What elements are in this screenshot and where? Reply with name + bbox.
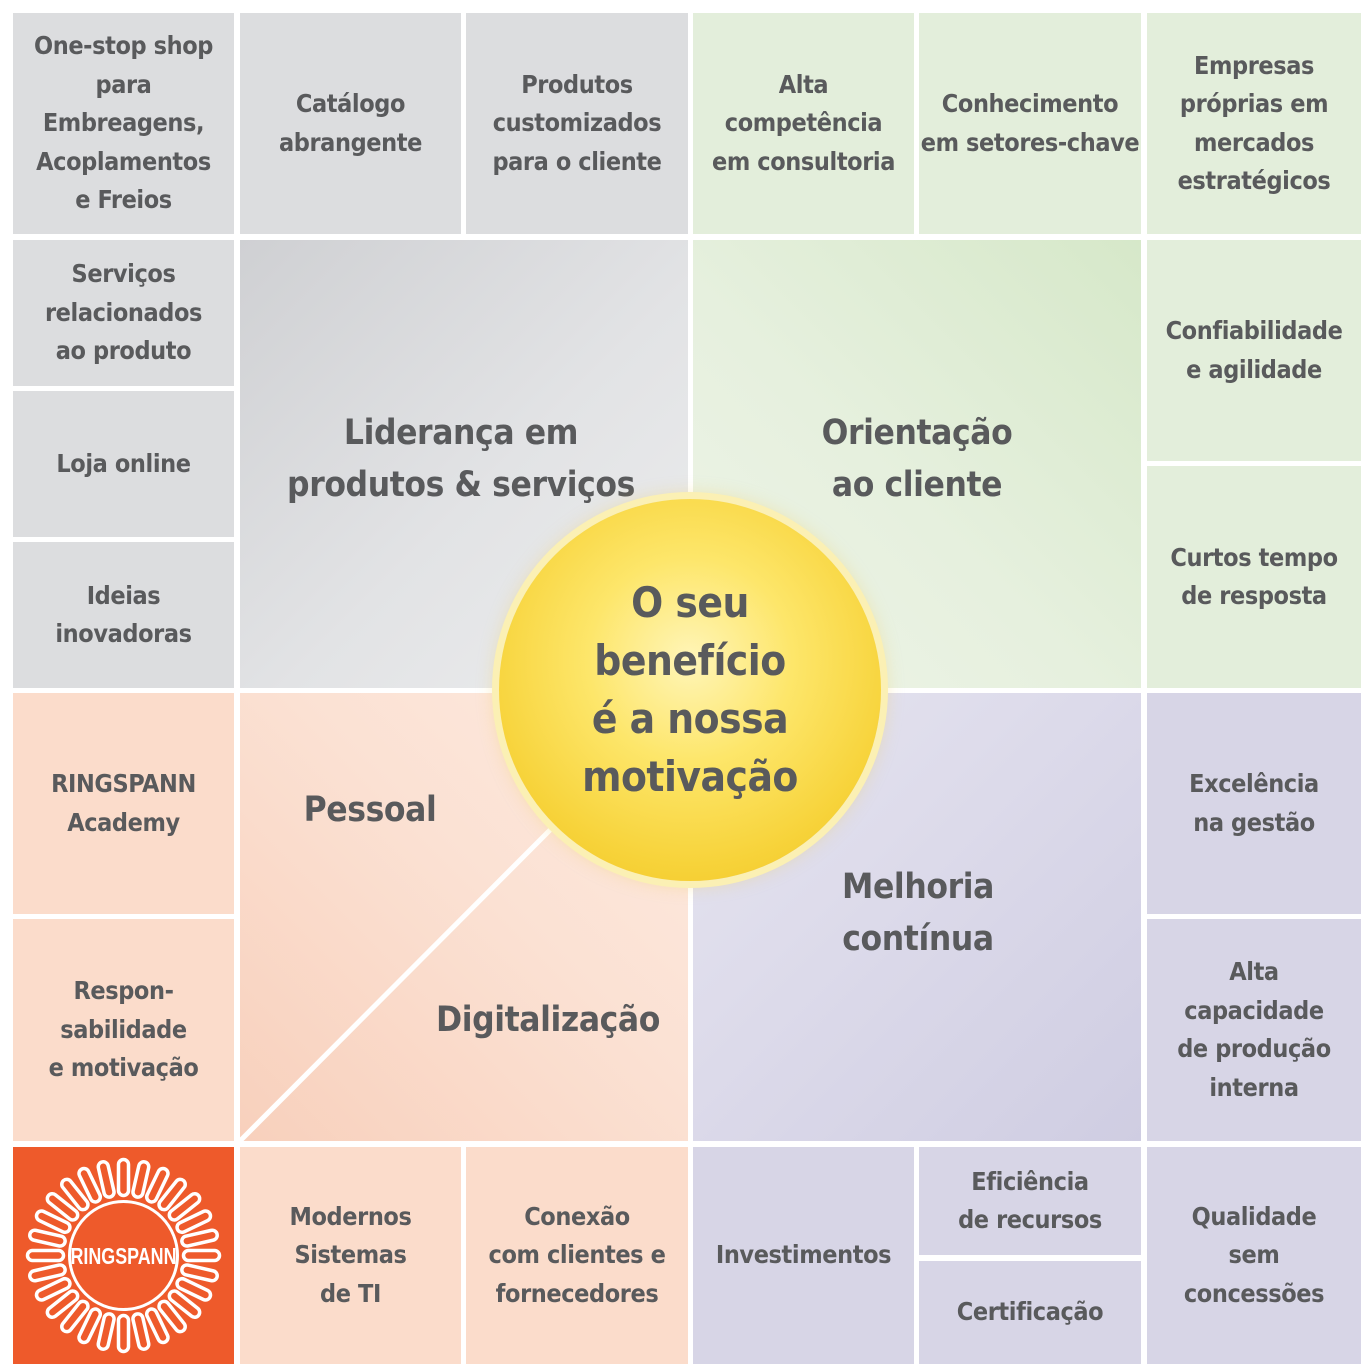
cell-investments: Investimentos bbox=[693, 1147, 914, 1364]
cell-certification: Certificação bbox=[919, 1261, 1141, 1364]
cell-management-excellence: Excelência na gestão bbox=[1147, 693, 1361, 914]
cell-responsibility: Respon- sabilidade e motivação bbox=[13, 919, 234, 1141]
cell-own-companies: Empresas próprias em mercados estratégic… bbox=[1147, 13, 1361, 234]
center-motto: O seu benefício é a nossa motivação bbox=[582, 578, 798, 801]
cell-production-capacity: Alta capacidade de produção interna bbox=[1147, 919, 1361, 1141]
label-digitalization: Digitalização bbox=[435, 1000, 661, 1040]
label-customer-orientation: Orientação ao cliente bbox=[821, 413, 1013, 505]
label-products-services: Liderança em produtos & serviços bbox=[287, 413, 635, 505]
cell-it-systems: Modernos Sistemas de TI bbox=[240, 1147, 461, 1364]
ringspann-logo: RINGSPANN bbox=[13, 1147, 234, 1364]
center-circle: O seu benefício é a nossa motivação bbox=[499, 499, 881, 881]
label-personnel: Pessoal bbox=[303, 790, 437, 830]
cell-response-time: Curtos tempo de resposta bbox=[1147, 466, 1361, 688]
cell-academy: RINGSPANN Academy bbox=[13, 693, 234, 914]
cell-catalog: Catálogo abrangente bbox=[240, 13, 461, 234]
cell-product-services: Serviços relacionados ao produto bbox=[13, 240, 234, 386]
cell-resource-efficiency: Eficiência de recursos bbox=[919, 1147, 1141, 1255]
label-continuous-improvement: Melhoria contínua bbox=[842, 867, 994, 959]
cell-consulting: Alta competência em consultoria bbox=[693, 13, 914, 234]
cell-key-sectors: Conhecimento em setores-chave bbox=[919, 13, 1141, 234]
logo-text: RINGSPANN bbox=[71, 1243, 177, 1269]
cell-custom-products: Produtos customizados para o cliente bbox=[466, 13, 688, 234]
cell-reliability: Confiabilidade e agilidade bbox=[1147, 240, 1361, 461]
cell-quality: Qualidade sem concessões bbox=[1147, 1147, 1361, 1364]
cell-online-shop: Loja online bbox=[13, 391, 234, 537]
ringspann-logo-icon: RINGSPANN bbox=[25, 1157, 222, 1354]
cell-one-stop-shop: One-stop shop para Embreagens, Acoplamen… bbox=[13, 13, 234, 234]
cell-connection: Conexão com clientes e fornecedores bbox=[466, 1147, 688, 1364]
cell-innovative-ideas: Ideias inovadoras bbox=[13, 542, 234, 688]
